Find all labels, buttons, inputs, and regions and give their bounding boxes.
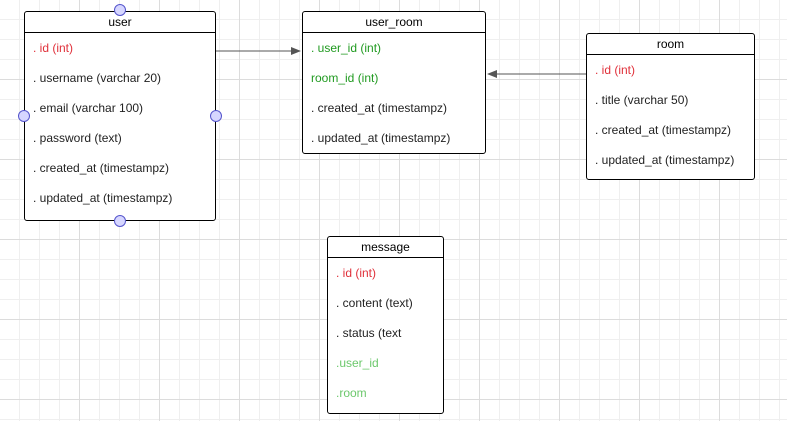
table-title: user	[25, 12, 215, 33]
table-field[interactable]: room_id (int)	[311, 71, 379, 85]
table-field[interactable]: . updated_at (timestampz)	[595, 153, 735, 167]
table-title: message	[328, 237, 443, 258]
table-message[interactable]: message . id (int) . content (text) . stat…	[327, 236, 444, 414]
table-field[interactable]: . created_at (timestampz)	[311, 101, 448, 115]
connection-handle-right[interactable]	[210, 110, 222, 122]
table-field[interactable]: . username (varchar 20)	[33, 71, 162, 85]
table-field[interactable]: . user_id (int)	[311, 41, 382, 55]
connection-handle-bottom[interactable]	[114, 215, 126, 227]
table-field[interactable]: . created_at (timestampz)	[595, 123, 732, 137]
connection-handle-left[interactable]	[18, 110, 30, 122]
table-field[interactable]: . content (text)	[336, 296, 413, 310]
table-field[interactable]: . id (int)	[336, 266, 377, 280]
table-room[interactable]: room . id (int) . title (varchar 50) . cre…	[586, 33, 755, 180]
table-field[interactable]: . status (text	[336, 326, 402, 340]
table-user[interactable]: user . id (int) . username (varchar 20) . …	[24, 11, 216, 221]
table-field[interactable]: . created_at (timestampz)	[33, 161, 170, 175]
table-field[interactable]: . password (text)	[33, 131, 122, 145]
table-user-room[interactable]: user_room . user_id (int) room_id (int) . …	[302, 11, 486, 154]
table-field[interactable]: . id (int)	[595, 63, 636, 77]
table-title: user_room	[303, 12, 485, 33]
table-field[interactable]: . email (varchar 100)	[33, 101, 144, 115]
table-field[interactable]: .user_id	[336, 356, 379, 370]
table-field[interactable]: . updated_at (timestampz)	[311, 131, 451, 145]
table-field[interactable]: . title (varchar 50)	[595, 93, 689, 107]
table-field[interactable]: . id (int)	[33, 41, 74, 55]
table-field[interactable]: .room	[336, 386, 367, 400]
connection-handle-top[interactable]	[114, 4, 126, 16]
table-title: room	[587, 34, 754, 55]
table-field[interactable]: . updated_at (timestampz)	[33, 191, 173, 205]
